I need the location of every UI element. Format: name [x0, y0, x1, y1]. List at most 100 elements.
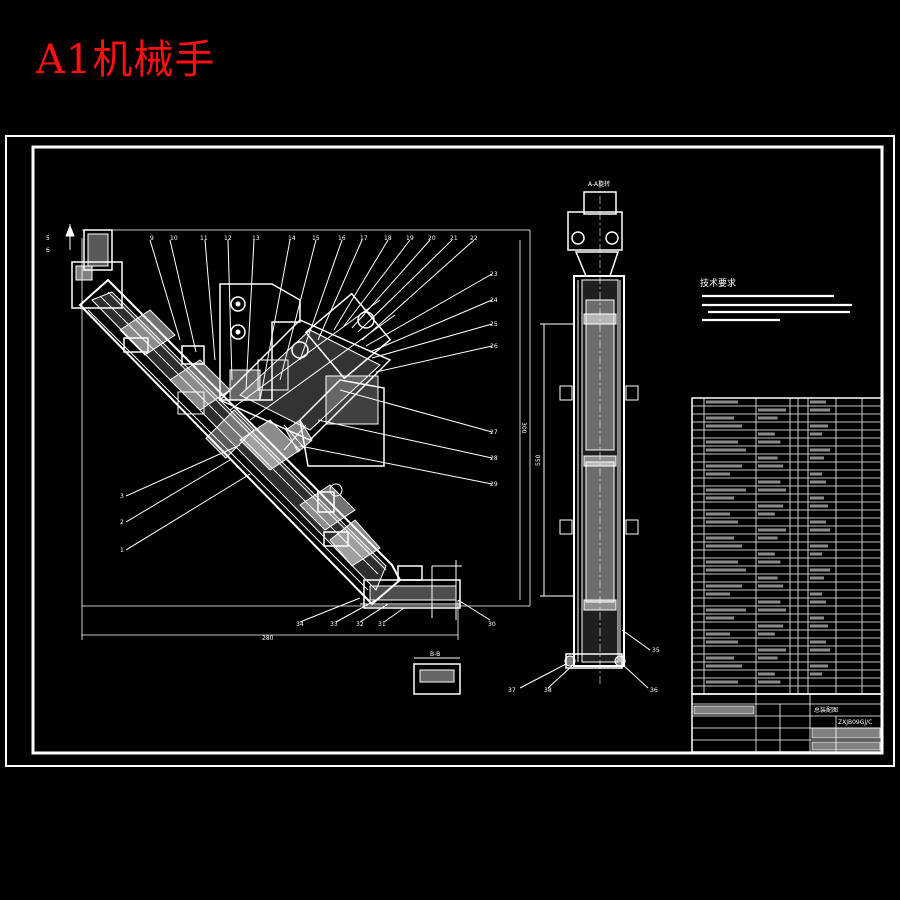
balloon-bottom: 34 [296, 621, 304, 628]
balloon-bottom: 31 [378, 621, 386, 628]
parts-list-cell-mark [810, 408, 830, 412]
parts-list-cell-mark [810, 496, 824, 500]
parts-list-cell-mark [758, 632, 775, 636]
parts-list-cell-mark [810, 504, 828, 508]
parts-list-cell-mark [706, 584, 742, 588]
parts-list-cell-mark [810, 432, 822, 436]
parts-list-cell-mark [758, 528, 786, 532]
parts-list-cell-mark [810, 592, 822, 596]
parts-list-cell-mark [706, 400, 738, 404]
balloon-top: 6 [46, 247, 50, 254]
parts-list-cell-mark [706, 520, 738, 524]
parts-list-cell-mark [758, 480, 781, 484]
parts-list-cell-mark [758, 432, 775, 436]
parts-list [691, 397, 883, 695]
parts-list-cell-mark [758, 576, 778, 580]
parts-list-cell-mark [810, 472, 822, 476]
parts-list-cell-mark [810, 520, 826, 524]
balloon-left: 1 [120, 547, 124, 554]
balloon-top: 16 [338, 235, 346, 242]
parts-list-cell-mark [810, 624, 828, 628]
balloon-top: 5 [46, 235, 50, 242]
parts-list-cell-mark [810, 568, 830, 572]
balloon-right: 22 [470, 235, 478, 242]
balloon-top: 18 [384, 235, 392, 242]
parts-list-cell-mark [706, 560, 738, 564]
dimension-width: 280 [262, 635, 274, 642]
parts-list-cell-mark [706, 568, 746, 572]
parts-list-cell-mark [706, 512, 730, 516]
balloon-right: 29 [490, 481, 498, 488]
section-label-b: B-B [430, 651, 440, 658]
balloon-left: 2 [120, 519, 124, 526]
parts-list-cell-mark [810, 480, 826, 484]
parts-list-cell-mark [706, 416, 734, 420]
parts-list-cell-mark [758, 504, 784, 508]
title-block [691, 693, 883, 753]
parts-list-cell-mark [758, 656, 778, 660]
parts-list-cell-mark [706, 488, 746, 492]
balloon-right: 24 [490, 297, 498, 304]
parts-list-cell-mark [758, 416, 778, 420]
balloon-column: 37 [508, 687, 516, 694]
section-label-a: A-A旋转 [588, 180, 610, 188]
dimension-column: 550 [535, 454, 542, 466]
parts-list-cell-mark [758, 512, 775, 516]
parts-list-cell-mark [810, 456, 824, 460]
parts-list-cell-mark [810, 672, 822, 676]
balloon-column: 36 [650, 687, 658, 694]
parts-list-cell-mark [758, 584, 784, 588]
parts-list-cell-mark [758, 672, 775, 676]
parts-list-cell-mark [758, 648, 786, 652]
parts-list-cell-mark [706, 640, 738, 644]
title-block-name: 总装配图 [814, 706, 838, 714]
parts-list-cell-mark [706, 632, 730, 636]
parts-list-cell-mark [758, 608, 786, 612]
parts-list-cell-mark [706, 472, 730, 476]
balloon-top: 12 [224, 235, 232, 242]
outer-frame [5, 135, 895, 767]
parts-list-cell-mark [758, 680, 781, 684]
tech-requirements-heading: 技术要求 [700, 277, 736, 289]
balloon-top: 17 [360, 235, 368, 242]
parts-list-cell-mark [758, 536, 778, 540]
column-view-labels: A-A旋转 550 35 36 37 38 [508, 180, 660, 694]
parts-list-cell-mark [758, 408, 786, 412]
balloon-top: 19 [406, 235, 414, 242]
parts-list-cell-mark [810, 400, 826, 404]
parts-list-cell-mark [810, 528, 830, 532]
column-view [519, 180, 651, 689]
balloon-bottom: 32 [356, 621, 364, 628]
parts-list-cell-mark [706, 656, 734, 660]
balloon-top: 20 [428, 235, 436, 242]
balloon-right: 30 [488, 621, 496, 628]
parts-list-cell-mark [810, 552, 822, 556]
parts-list-cell-mark [758, 488, 786, 492]
parts-list-cell-mark [758, 464, 784, 468]
parts-list-cell-mark [706, 664, 742, 668]
parts-list-cell-mark [758, 560, 781, 564]
balloon-right: 25 [490, 321, 498, 328]
balloon-column: 38 [544, 687, 552, 694]
parts-list-cell-mark [706, 424, 742, 428]
parts-list-cell-mark [810, 640, 826, 644]
parts-list-cell-mark [810, 648, 830, 652]
parts-list-cell-mark [758, 624, 784, 628]
parts-list-cell-mark [706, 680, 738, 684]
parts-list-cell-mark [706, 448, 746, 452]
balloon-right: 27 [490, 429, 498, 436]
tech-requirements-lines [702, 294, 852, 322]
balloon-top: 15 [312, 235, 320, 242]
parts-list-cell-mark [758, 600, 781, 604]
balloon-top: 21 [450, 235, 458, 242]
balloon-top: 11 [200, 235, 208, 242]
main-view-balloons: 5 6 9 10 11 12 13 14 15 16 17 18 19 20 2… [46, 235, 527, 642]
parts-list-cell-mark [810, 616, 824, 620]
parts-list-cell-mark [810, 448, 830, 452]
main-view [65, 224, 531, 695]
balloon-top: 13 [252, 235, 260, 242]
parts-list-cell-mark [810, 544, 828, 548]
balloon-top: 9 [150, 235, 154, 242]
balloon-top: 10 [170, 235, 178, 242]
